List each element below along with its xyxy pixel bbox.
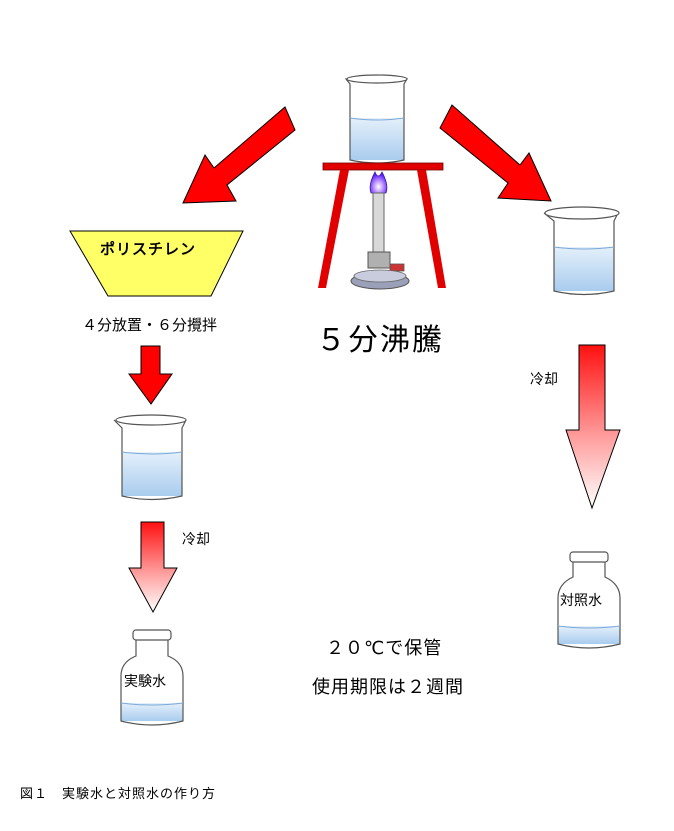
tripod-stand	[318, 162, 446, 288]
stand-stir-label: ４分放置・６分攪拌	[82, 316, 218, 334]
control-water-label: 対照水	[560, 593, 602, 609]
bunsen-burner	[350, 171, 410, 290]
cool-label-left: 冷却	[182, 532, 210, 548]
arrow-cool-right	[565, 344, 621, 510]
beaker-right	[543, 206, 620, 296]
figure-caption: 図１ 実験水と対照水の作り方	[20, 787, 217, 802]
beaker-top-center	[344, 74, 409, 164]
experimental-water-label: 実験水	[124, 674, 166, 690]
polystyrene-label: ポリスチレン	[100, 240, 197, 258]
storage-note: ２０℃で保管	[326, 638, 443, 659]
bottle-experimental	[120, 629, 184, 726]
arrow-to-right-beaker	[439, 104, 552, 202]
expiry-note: 使用期限は２週間	[312, 677, 464, 698]
arrow-cool-left	[128, 521, 178, 614]
boil-label: ５分沸騰	[316, 323, 444, 358]
bottle-control	[557, 551, 621, 649]
arrow-down-stand	[128, 345, 173, 405]
arrow-to-polystyrene	[182, 106, 296, 204]
beaker-left	[113, 414, 187, 501]
cool-label-right: 冷却	[530, 372, 558, 388]
polystyrene-container	[69, 230, 244, 297]
